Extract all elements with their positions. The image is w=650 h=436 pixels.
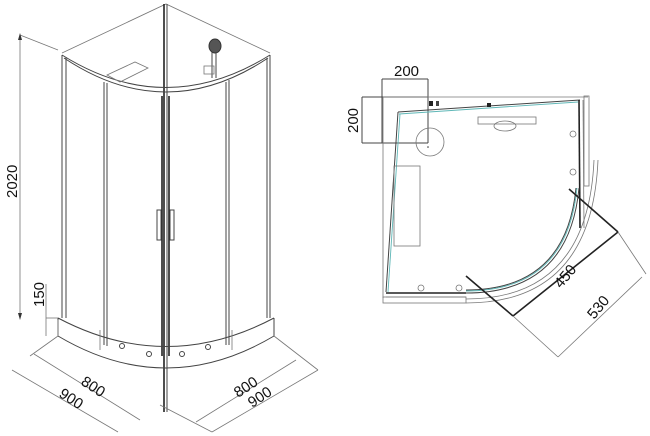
height-dimension-label: 2020 — [4, 165, 21, 198]
right-door-handle — [169, 209, 175, 241]
shelf — [106, 61, 149, 83]
door-opening-outer-label: 530 — [584, 292, 613, 322]
left-door-handle — [156, 209, 162, 241]
tray-height-label: 150 — [31, 282, 48, 307]
corner-width-label: 200 — [394, 63, 419, 80]
plan-view: 200 200 — [345, 63, 647, 358]
isometric-shower-view: 2020 150 800 900 800 900 — [4, 3, 319, 433]
shower-head-plan-icon — [477, 103, 537, 132]
shower-head-icon — [203, 38, 222, 78]
seat — [393, 165, 421, 247]
drain-icon — [415, 127, 445, 157]
corner-height-label: 200 — [345, 108, 362, 133]
